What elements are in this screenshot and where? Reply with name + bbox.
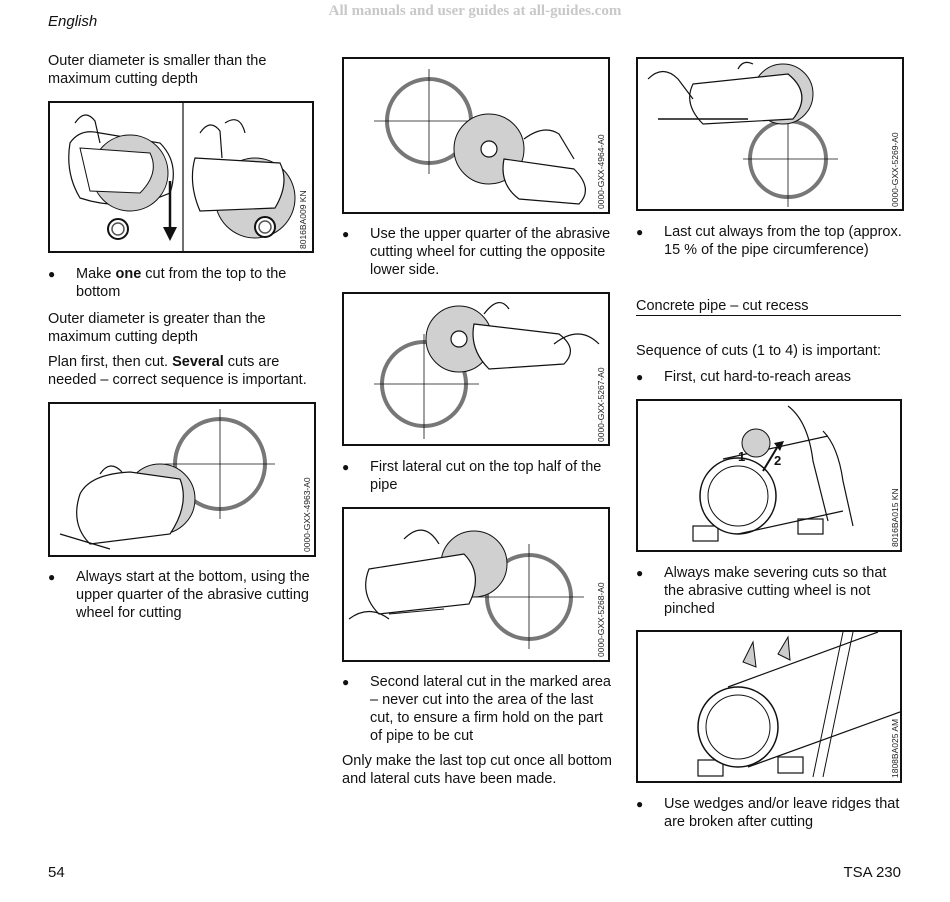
bullet-text: Second lateral cut in the marked area – … xyxy=(370,674,611,744)
bullet-dot: ● xyxy=(636,566,644,580)
figure-code: 0000-GXX-5268-A0 xyxy=(596,582,606,657)
heading-underline xyxy=(636,315,901,316)
heading-concrete-pipe: Concrete pipe – cut recess xyxy=(636,298,809,314)
heading-greater-diameter: Outer diameter is greater than the maxim… xyxy=(48,311,266,345)
bullet-dot: ● xyxy=(342,460,350,474)
bullet-dot: ● xyxy=(342,675,350,689)
figure-label-2: 2 xyxy=(774,453,782,468)
figure-label-1: 1 xyxy=(738,449,746,464)
bullet-item: ● Always start at the bottom, using the … xyxy=(48,568,320,624)
figure-code: 0000-GXX-4964-A0 xyxy=(596,134,606,209)
page-number: 54 xyxy=(48,864,65,881)
figure-upper-quarter: 0000-GXX-4964-A0 xyxy=(342,57,610,214)
figure-code: 8016BA009 KN xyxy=(298,190,308,249)
model-name: TSA 230 xyxy=(843,864,901,881)
figure-code: 0000-GXX-5269-A0 xyxy=(890,132,900,207)
figure-cut-recess: 1 2 8016BA015 KN xyxy=(636,399,902,552)
bullet-item: ● Second lateral cut in the marked area … xyxy=(342,673,614,747)
figure-single-cut: 8016BA009 KN xyxy=(48,101,314,253)
language-label: English xyxy=(48,13,98,30)
figure-second-lateral-cut: 0000-GXX-5268-A0 xyxy=(342,507,610,662)
figure-wedges: 1808BA025 AM xyxy=(636,630,902,783)
bullet-text: Use wedges and/or leave ridges that are … xyxy=(664,796,900,830)
figure-code: 0000-GXX-4963-A0 xyxy=(302,477,312,552)
figure-code: 1808BA025 AM xyxy=(890,718,900,778)
bullet-item: ● First lateral cut on the top half of t… xyxy=(342,458,614,496)
paragraph-last-top-cut: Only make the last top cut once all bott… xyxy=(342,753,612,787)
bullet-item: ● Last cut always from the top (approx. … xyxy=(636,223,906,279)
bullet-dot: ● xyxy=(636,797,644,811)
paragraph-plan-first: Plan first, then cut. Several cuts are n… xyxy=(48,354,307,388)
bullet-dot: ● xyxy=(48,570,56,584)
heading-smaller-diameter: Outer diameter is smaller than the maxim… xyxy=(48,53,267,87)
bullet-dot: ● xyxy=(636,225,644,239)
bullet-text: First, cut hard-to-reach areas xyxy=(664,369,851,385)
bullet-text: First lateral cut on the top half of the… xyxy=(370,459,602,493)
bullet-dot: ● xyxy=(48,267,56,281)
bullet-item: ● First, cut hard-to-reach areas xyxy=(636,368,906,388)
bullet-item: ● Use wedges and/or leave ridges that ar… xyxy=(636,795,906,833)
bullet-dot: ● xyxy=(342,227,350,241)
bullet-text: Make one cut from the top to the bottom xyxy=(76,266,287,300)
bullet-text: Always make severing cuts so that the ab… xyxy=(664,565,887,617)
figure-code: 0000-GXX-5267-A0 xyxy=(596,367,606,442)
bullet-text: Always start at the bottom, using the up… xyxy=(76,569,310,621)
figure-last-cut-top: 0000-GXX-5269-A0 xyxy=(636,57,904,211)
bullet-item: ● Always make severing cuts so that the … xyxy=(636,564,906,620)
figure-first-lateral-cut: 0000-GXX-5267-A0 xyxy=(342,292,610,446)
paragraph-sequence: Sequence of cuts (1 to 4) is important: xyxy=(636,343,882,359)
bullet-item: ● Make one cut from the top to the botto… xyxy=(48,265,318,303)
bullet-text: Last cut always from the top (approx. 15… xyxy=(664,224,902,258)
figure-code: 8016BA015 KN xyxy=(890,488,900,547)
figure-start-bottom: 0000-GXX-4963-A0 xyxy=(48,402,316,557)
bullet-text: Use the upper quarter of the abrasive cu… xyxy=(370,226,611,278)
watermark: All manuals and user guides at all-guide… xyxy=(328,3,622,19)
bullet-item: ● Use the upper quarter of the abrasive … xyxy=(342,225,614,281)
bullet-dot: ● xyxy=(636,370,644,384)
